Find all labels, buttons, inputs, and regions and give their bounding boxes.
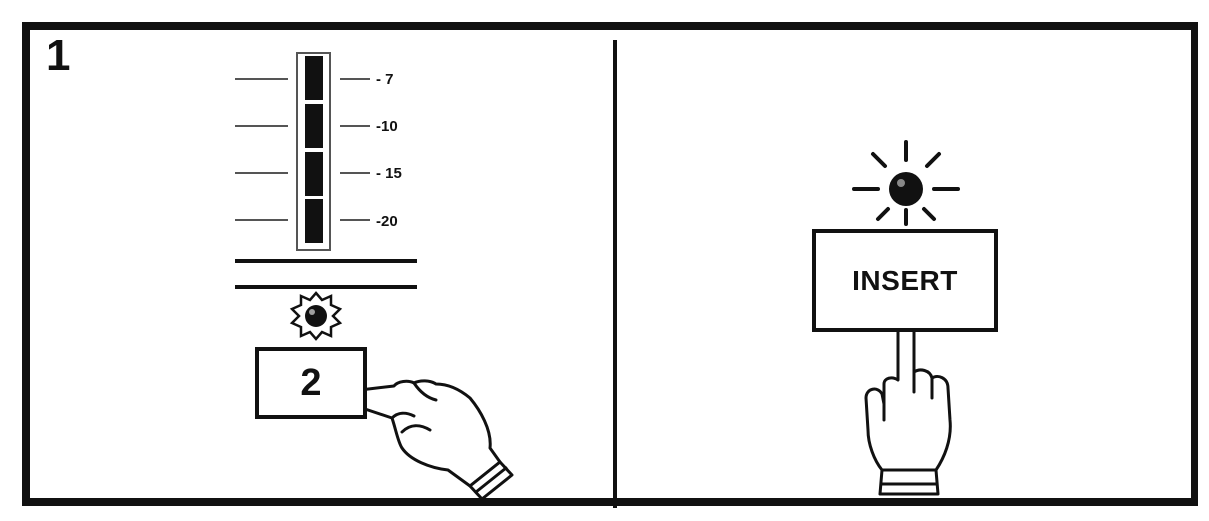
meter-segment-2 <box>305 104 323 148</box>
meter-segment-3 <box>305 152 323 196</box>
meter-segment-1 <box>305 56 323 100</box>
meter-left-ticks <box>235 79 288 220</box>
channel-2-button[interactable]: 2 <box>255 347 367 419</box>
meter-right-ticks <box>340 79 370 220</box>
channel-led-icon <box>292 293 340 339</box>
insert-button[interactable]: INSERT <box>812 229 998 332</box>
insert-led-icon <box>854 142 958 224</box>
meter-segment-4 <box>305 199 323 243</box>
hand-pointer-icon <box>866 311 950 495</box>
double-rule <box>235 261 417 287</box>
level-meter <box>235 53 370 250</box>
